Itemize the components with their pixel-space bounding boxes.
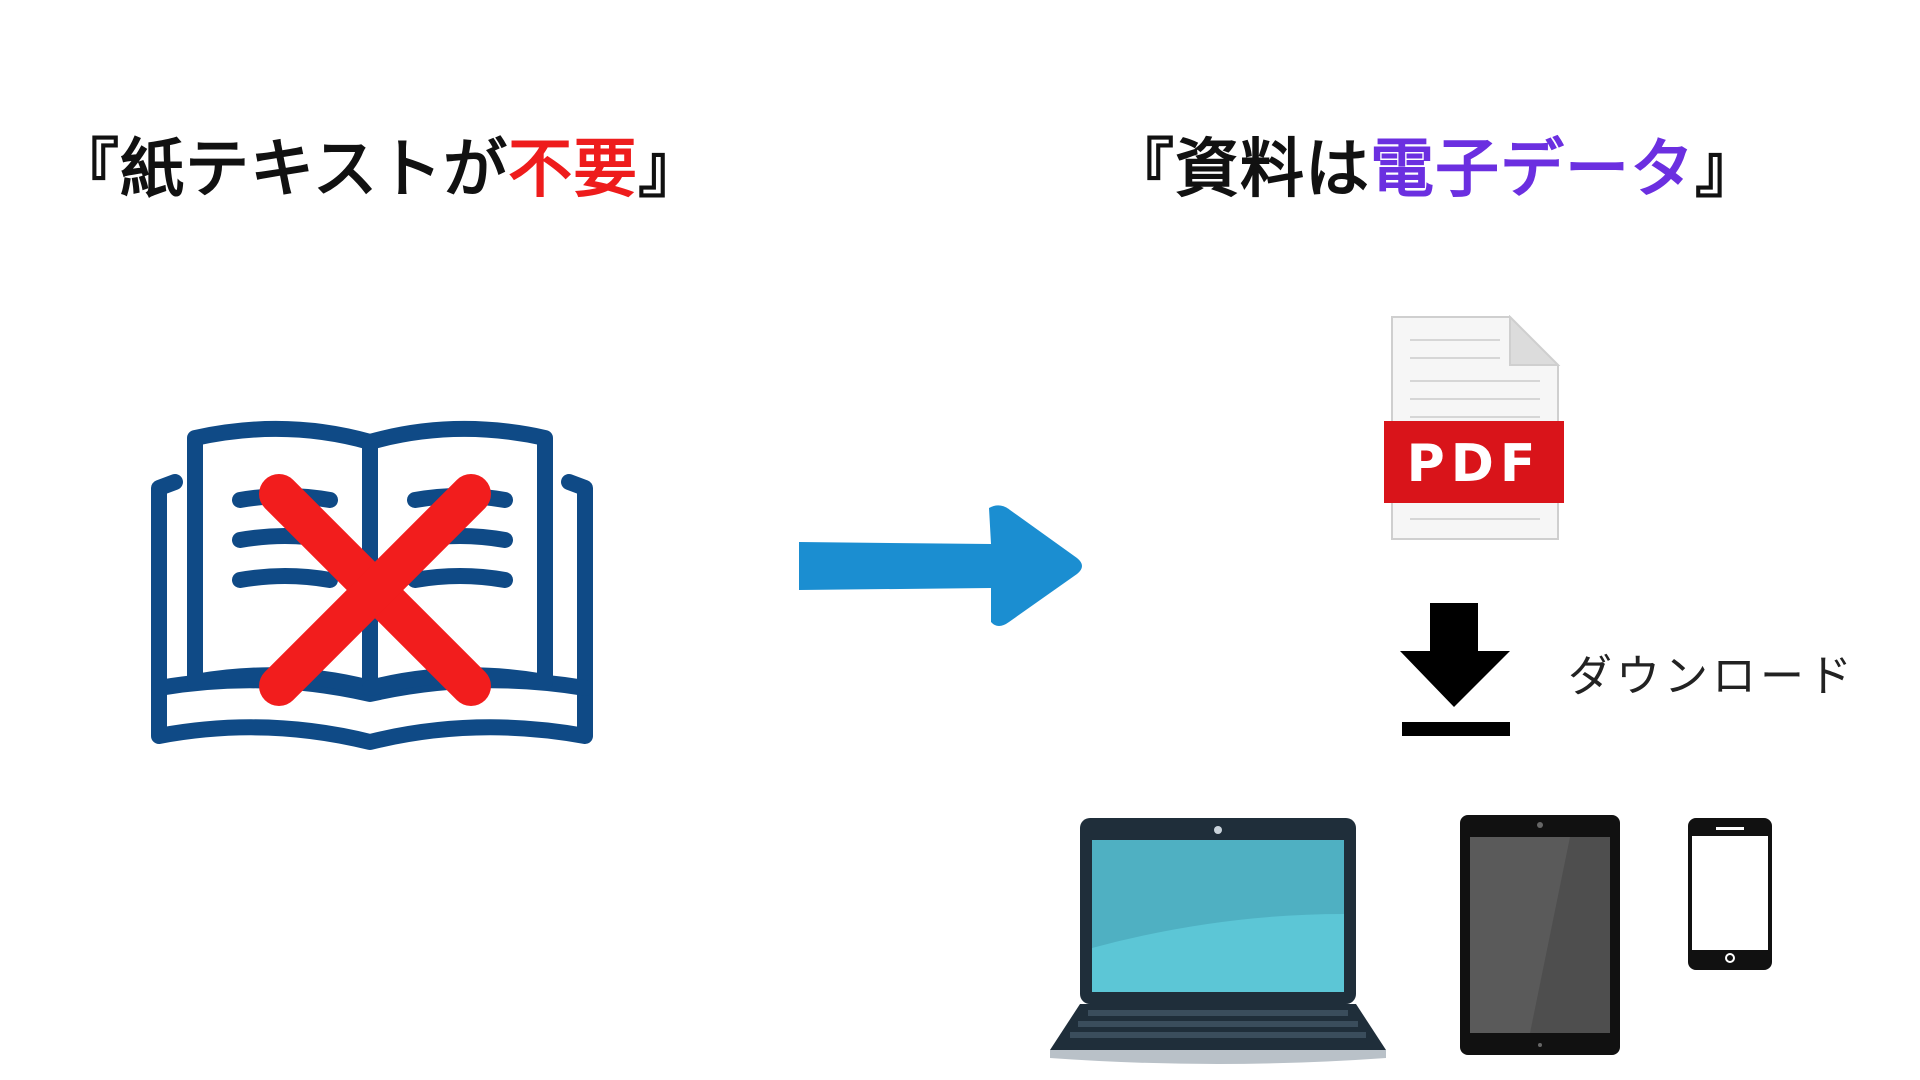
right-heading-close-bracket: 』 xyxy=(1695,133,1760,207)
cross-icon xyxy=(259,474,491,706)
arrow-right-icon xyxy=(799,505,1082,626)
left-heading-close-bracket: 』 xyxy=(638,133,704,207)
pdf-file-icon: PDF xyxy=(1384,315,1564,540)
left-heading-text: 紙テキストが xyxy=(120,133,509,207)
left-heading-highlight: 不要 xyxy=(508,133,639,207)
right-heading: 『資料は電子データ』 xyxy=(1110,138,1760,202)
left-heading: 『紙テキストが不要』 xyxy=(55,138,703,202)
pdf-label: PDF xyxy=(1407,434,1542,494)
smartphone-icon xyxy=(1688,818,1772,970)
right-heading-highlight: 電子データ xyxy=(1370,133,1695,207)
download-label: ダウンロード xyxy=(1568,651,1856,702)
download-icon xyxy=(1400,603,1510,736)
left-heading-open-bracket: 『 xyxy=(55,133,120,207)
right-heading-open-bracket: 『 xyxy=(1110,133,1175,207)
right-heading-text: 資料は xyxy=(1175,133,1370,207)
laptop-icon xyxy=(1050,818,1386,1064)
tablet-icon xyxy=(1460,815,1620,1055)
